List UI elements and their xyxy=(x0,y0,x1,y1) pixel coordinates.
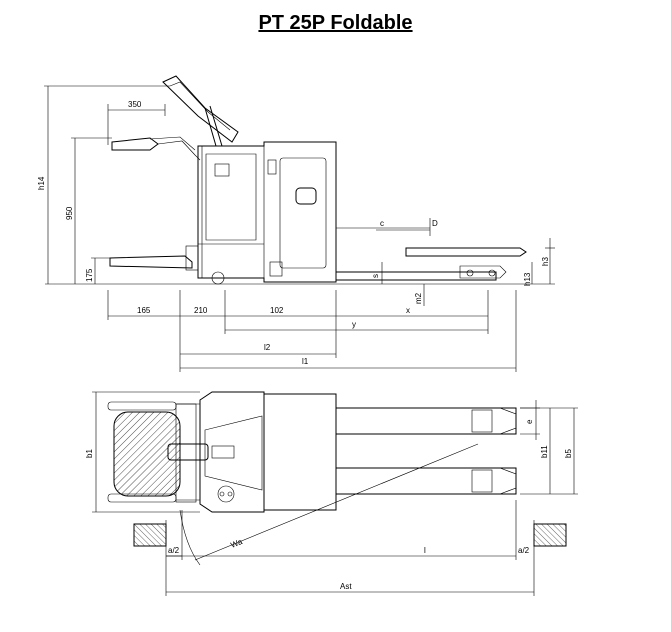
dim-102: 102 xyxy=(270,306,284,315)
page-title: PT 25P Foldable xyxy=(258,12,413,34)
tiller-arm xyxy=(162,75,239,147)
platform xyxy=(109,245,199,271)
dim-wa: Wa xyxy=(229,537,244,550)
dim-210: 210 xyxy=(194,306,208,315)
top-dimensions xyxy=(92,391,578,596)
dim-h13: h13 xyxy=(523,272,532,286)
platform-top xyxy=(113,411,181,497)
dim-h14: h14 xyxy=(37,176,46,190)
pallet-block-left xyxy=(133,523,167,547)
dim-a2-left: a/2 xyxy=(168,546,180,555)
dim-c: c xyxy=(380,219,384,228)
dim-h3: h3 xyxy=(541,257,550,266)
dim-ast: Ast xyxy=(340,582,352,591)
pallet-block-right xyxy=(533,523,567,547)
dim-b1: b1 xyxy=(85,449,94,458)
tiller-grip xyxy=(111,136,201,161)
top-view: b1 e b11 b5 Wa a/2 l a/2 Ast xyxy=(85,391,578,596)
dim-y: y xyxy=(352,320,356,329)
dim-m2: m2 xyxy=(414,292,423,304)
dim-b5: b5 xyxy=(564,449,573,458)
dim-165: 165 xyxy=(137,306,151,315)
top-body xyxy=(199,391,265,513)
dim-350: 350 xyxy=(128,100,142,109)
side-view: 350 h14 950 175 c D s h3 h13 m2 165 210 … xyxy=(37,75,555,372)
truck-body xyxy=(197,141,337,285)
dim-a2-right: a/2 xyxy=(518,546,530,555)
forks-top xyxy=(335,407,517,495)
dim-175: 175 xyxy=(85,268,94,282)
dim-s: s xyxy=(371,274,380,278)
dim-e: e xyxy=(525,419,534,424)
tiller-handle-top xyxy=(167,443,209,461)
dim-950: 950 xyxy=(65,206,74,220)
dim-l1: l1 xyxy=(302,357,309,366)
side-dimensions xyxy=(44,85,555,372)
dim-b11: b11 xyxy=(540,445,549,458)
dim-D: D xyxy=(432,219,438,228)
dim-l: l xyxy=(424,546,426,555)
forks-side xyxy=(335,218,527,281)
dim-x: x xyxy=(406,306,410,315)
dim-l2: l2 xyxy=(264,343,271,352)
